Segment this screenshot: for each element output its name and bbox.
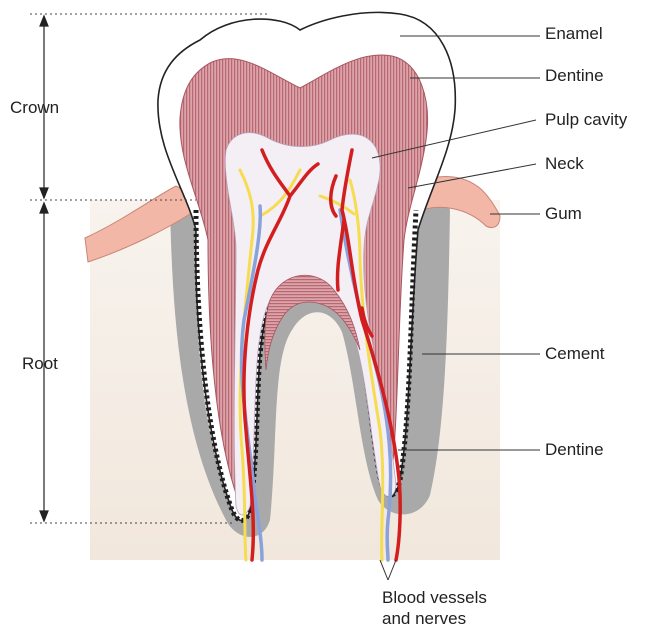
label-blood-vessels-line2: and nerves (382, 609, 466, 629)
label-dentine-top: Dentine (545, 66, 604, 86)
label-pulp-cavity: Pulp cavity (545, 110, 627, 130)
label-dentine-bottom: Dentine (545, 440, 604, 460)
label-enamel: Enamel (545, 24, 603, 44)
label-gum: Gum (545, 204, 582, 224)
label-root: Root (22, 354, 58, 374)
label-blood-vessels-line1: Blood vessels (382, 588, 487, 608)
label-crown: Crown (10, 98, 59, 118)
label-cement: Cement (545, 344, 605, 364)
label-neck: Neck (545, 154, 584, 174)
